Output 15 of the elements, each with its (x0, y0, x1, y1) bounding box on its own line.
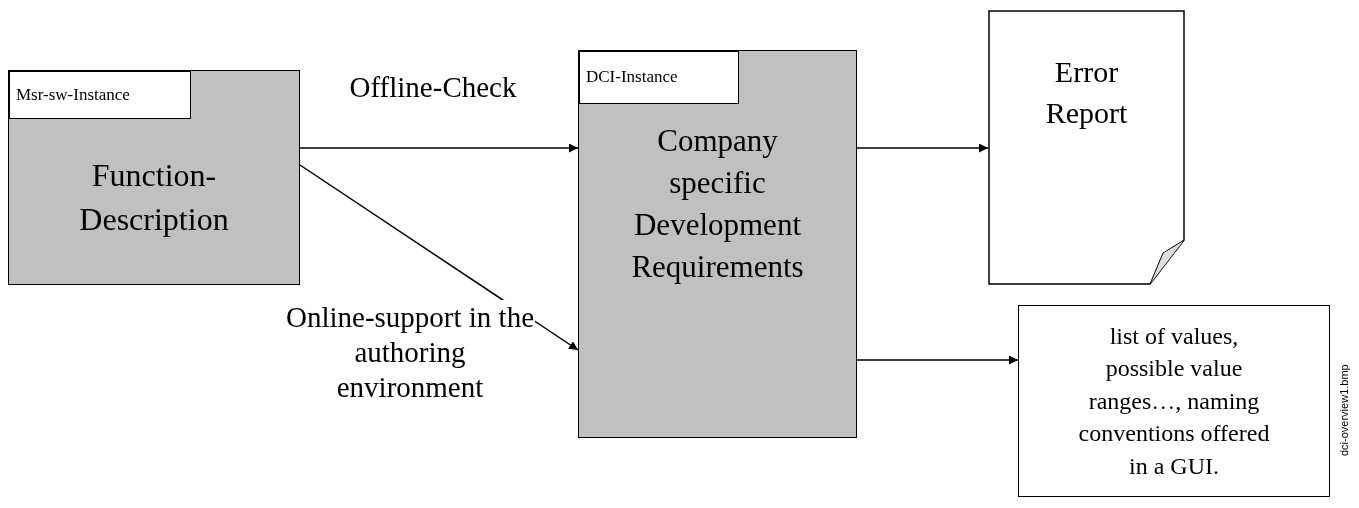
arrow (856, 355, 1019, 365)
document-title: Error Report (1044, 54, 1129, 131)
result-box (1018, 305, 1330, 497)
arrow (299, 143, 579, 153)
file-name: dci-overview1.bmp (1338, 363, 1351, 458)
instance-label: DCI-Instance (579, 51, 739, 104)
process-box (8, 70, 300, 285)
box-title: Company specific Development Requirements (630, 122, 805, 286)
box-title: Function-Description (78, 156, 230, 239)
arrow (299, 164, 579, 351)
result-text: list of values, possible value ranges…, naming conventions offered in a GUI. (1077, 322, 1271, 481)
document-shape (988, 10, 1185, 285)
arrow (856, 143, 989, 153)
process-box (578, 50, 857, 438)
instance-label: Msr-sw-Instance (9, 71, 191, 119)
